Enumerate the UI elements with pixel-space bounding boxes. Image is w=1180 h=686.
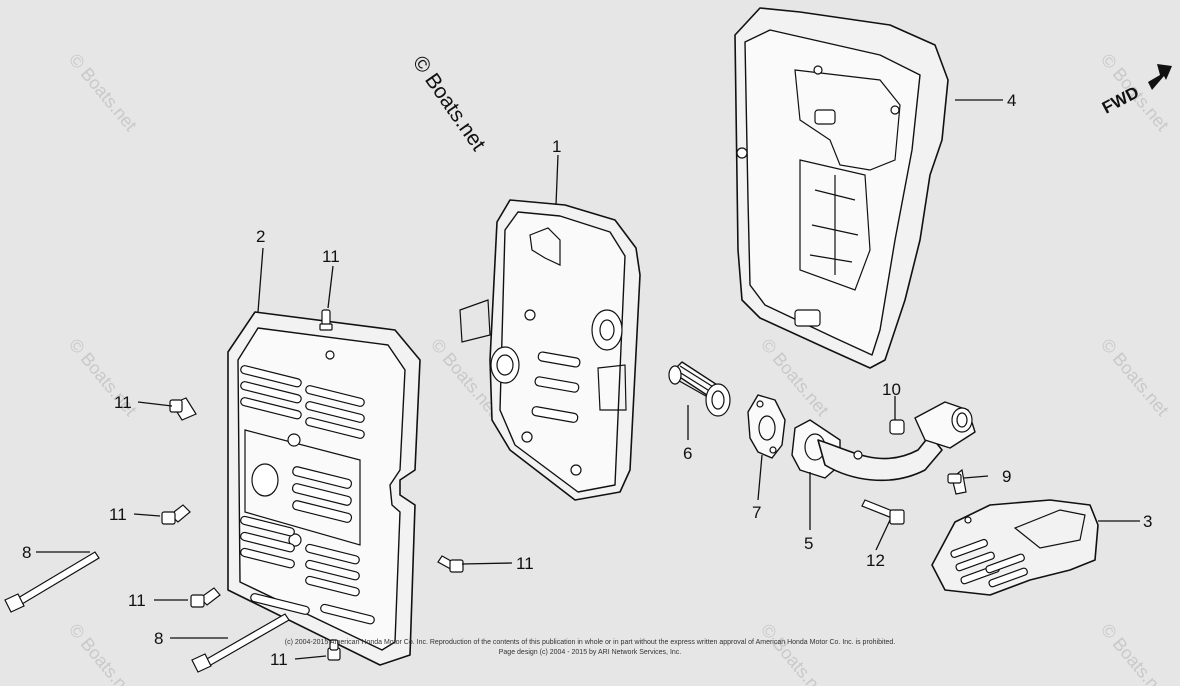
callout-12: 12 xyxy=(866,551,885,570)
bolt-11-a xyxy=(319,309,333,331)
bolt-9 xyxy=(947,468,967,495)
bolt-11-d xyxy=(190,587,221,608)
copyright-footer: (c) 2004-2015 American Honda Motor Co. I… xyxy=(285,639,896,656)
leader-lines xyxy=(36,99,1140,660)
bolt-11-e xyxy=(437,555,464,573)
callout-11-b: 11 xyxy=(114,393,132,412)
faint-watermark: © Boats.net xyxy=(757,620,833,686)
callout-11-d: 11 xyxy=(128,591,146,610)
bolt-12 xyxy=(861,499,905,525)
callout-2: 2 xyxy=(256,227,265,246)
callout-11-c: 11 xyxy=(109,505,127,524)
bolt-10 xyxy=(889,419,905,435)
faint-watermark: © Boats.net xyxy=(1097,620,1173,686)
bolt-11-c xyxy=(161,504,191,525)
faint-watermark: © Boats.net xyxy=(1097,335,1173,420)
part-3-pipe-protector xyxy=(931,499,1099,596)
bolt-group xyxy=(4,309,967,673)
callout-4: 4 xyxy=(1007,91,1016,110)
callout-9: 9 xyxy=(1002,467,1011,486)
part-1-muffler xyxy=(459,199,641,501)
callout-8-b: 8 xyxy=(154,629,163,648)
callout-labels: 1 2 3 4 5 6 7 8 8 9 10 11 11 11 11 11 11… xyxy=(22,91,1152,669)
fwd-arrow-icon xyxy=(1148,64,1172,90)
copyright-line-1: (c) 2004-2015 American Honda Motor Co. I… xyxy=(285,639,896,646)
callout-3: 3 xyxy=(1143,512,1152,531)
part-6-spark-arrester xyxy=(668,361,731,417)
callout-10: 10 xyxy=(882,380,901,399)
callout-5: 5 xyxy=(804,534,813,553)
bolt-8-b xyxy=(191,613,290,673)
callout-11-e: 11 xyxy=(516,554,534,573)
bolt-8-a xyxy=(4,551,100,613)
part-2-muffler-cover xyxy=(227,311,421,666)
main-watermark: © Boats.net xyxy=(408,52,490,155)
callout-1: 1 xyxy=(552,137,561,156)
callout-8-a: 8 xyxy=(22,543,31,562)
part-7-gasket xyxy=(747,394,786,459)
faint-watermark: © Boats.net xyxy=(65,50,141,135)
faint-watermark: © Boats.net xyxy=(65,620,141,686)
callout-11-a: 11 xyxy=(322,247,340,266)
part-5-exhaust-pipe xyxy=(791,401,976,482)
callout-6: 6 xyxy=(683,444,692,463)
bolt-11-b xyxy=(169,397,197,421)
part-4-muffler-protector xyxy=(734,7,949,369)
callout-7: 7 xyxy=(752,503,761,522)
copyright-line-2: Page design (c) 2004 - 2015 by ARI Netwo… xyxy=(499,649,682,656)
bolt-11-f xyxy=(327,639,341,661)
callout-11-f: 11 xyxy=(270,650,288,669)
